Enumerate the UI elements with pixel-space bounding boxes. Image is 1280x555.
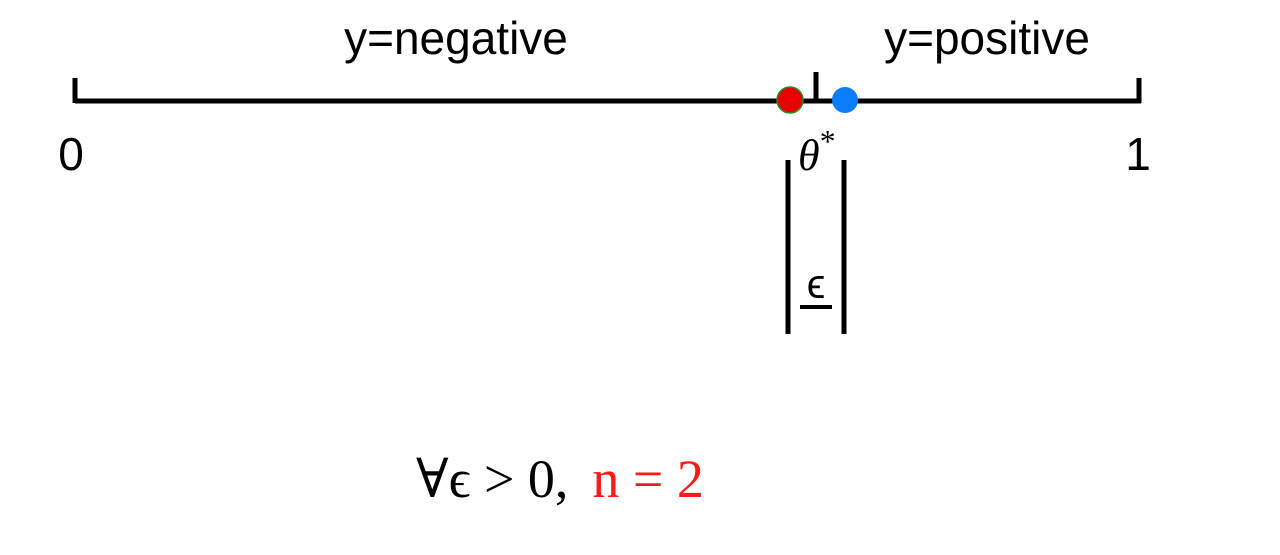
tick-label-end: 1 [1125, 128, 1151, 180]
threshold-superscript: * [820, 123, 836, 159]
formula-quantifier: ∀ϵ > 0, [416, 449, 568, 509]
region-label-positive: y=positive [884, 12, 1090, 64]
threshold-symbol: θ [798, 131, 820, 180]
threshold-label: θ* [798, 123, 836, 180]
negative-point [776, 86, 804, 114]
region-label-negative: y=negative [344, 12, 568, 64]
formula: ∀ϵ > 0, n = 2 [416, 449, 704, 509]
epsilon-label: ϵ [807, 260, 826, 307]
formula-condition: n = 2 [592, 449, 703, 509]
positive-point [832, 87, 858, 113]
tick-label-start: 0 [58, 128, 84, 180]
